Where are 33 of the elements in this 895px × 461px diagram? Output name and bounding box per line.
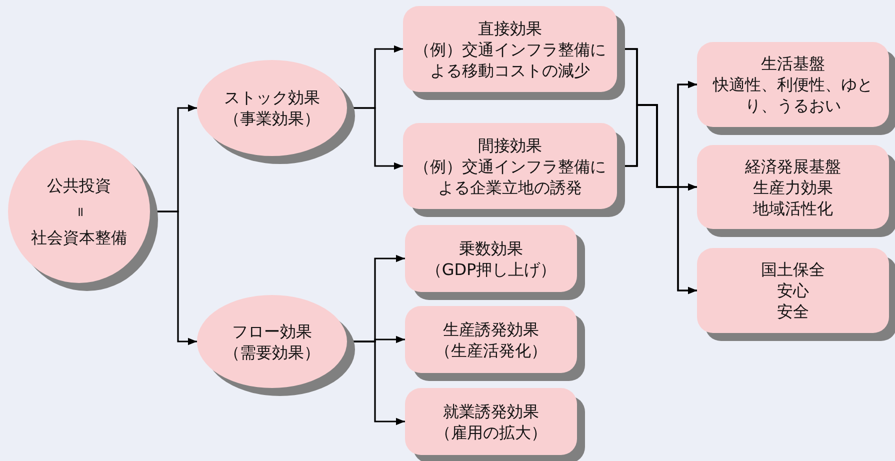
node-title: ストック効果 [224,87,320,108]
rounded-box [697,248,889,333]
node-text: 安全 [777,301,809,322]
rounded-box [403,6,617,92]
node-title: 間接効果 [478,134,542,156]
rounded-box [697,145,889,229]
node-text: 社会資本整備 [31,226,127,248]
rounded-box [403,123,617,209]
node-text: （例）交通インフラ整備による企業立地の誘発 [413,156,607,198]
node-text: （需要効果） [224,342,320,362]
node-title: 就業誘発効果 [443,400,539,422]
node-text: 生産力効果 [753,176,833,198]
node-title: 生活基盤 [761,53,825,74]
node-text: 快適性、利便性、ゆとり、うるおい [712,74,874,116]
node-text: 地域活性化 [753,198,833,218]
node-text: （例）交通インフラ整備による移動コストの減少 [413,38,607,80]
node-text: = [71,206,88,217]
rounded-box [405,225,577,292]
node-text: 安心 [777,280,809,301]
rounded-box [697,42,889,127]
node-text: （雇用の拡大） [435,422,547,442]
node-text: （生産活発化） [435,340,547,360]
node-title: 公共投資 [47,174,111,196]
node-title: フロー効果 [232,320,312,342]
node-title: 国土保全 [761,259,825,280]
node-text: （GDP押し上げ） [426,258,556,280]
node-title: 経済発展基盤 [745,156,841,176]
node-title: 生産誘発効果 [443,318,539,340]
node-text: （事業効果） [224,108,320,129]
node-title: 直接効果 [478,18,542,38]
rounded-box [405,306,577,373]
rounded-box [405,388,577,455]
node-title: 乗数効果 [459,238,523,258]
